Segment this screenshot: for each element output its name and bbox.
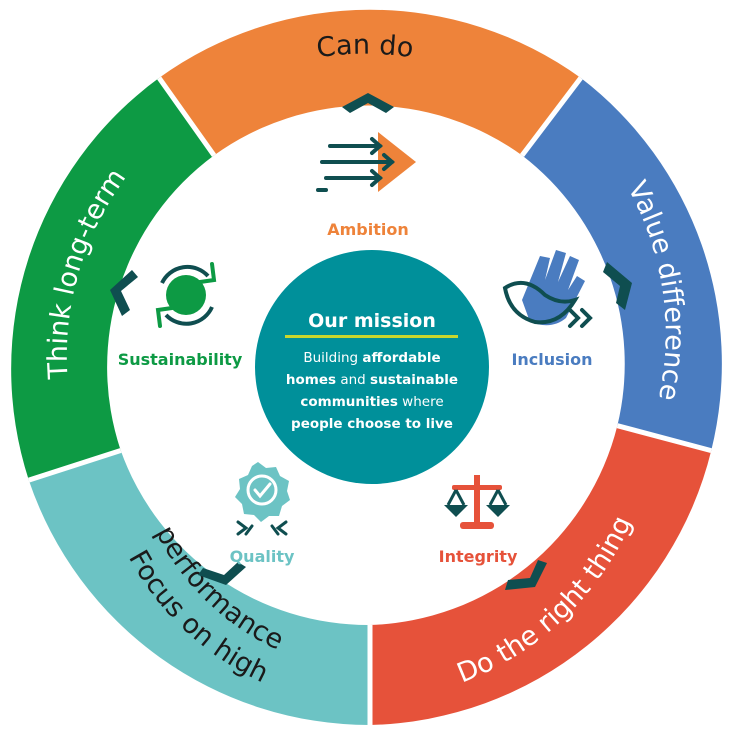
segment-value-difference: [522, 77, 722, 451]
handshake-icon: [502, 250, 593, 328]
label-ambition: Ambition: [327, 220, 409, 239]
segment-think-long-term: [11, 77, 215, 481]
chevron-down-right-icon: [505, 560, 547, 590]
badge-check-icon: [235, 462, 290, 536]
scales-icon: [444, 475, 510, 529]
mission-title: Our mission: [308, 310, 436, 332]
chevron-down-left-icon: [198, 562, 246, 585]
label-can-do: Can do: [315, 30, 416, 65]
label-sustainability: Sustainability: [118, 350, 243, 369]
mission-line-1: Building affordable: [303, 350, 440, 366]
chevron-up-icon: [342, 93, 394, 113]
mission-underline: [285, 335, 458, 338]
cycle-chevrons: [110, 93, 632, 590]
label-inclusion: Inclusion: [511, 350, 592, 369]
segment-can-do: [159, 9, 581, 156]
segment-focus-on-high-performance: [28, 450, 371, 726]
mission-line-4: people choose to live: [291, 416, 453, 432]
arrow-play-icon: [316, 132, 416, 192]
chevron-left-icon: [110, 270, 138, 316]
label-integrity: Integrity: [439, 547, 518, 566]
mission-circle: [255, 250, 489, 484]
mission-line-3: communities where: [300, 394, 443, 410]
mission-line-2: homes and sustainable: [286, 372, 458, 388]
chevron-right-icon: [603, 262, 632, 310]
label-quality: Quality: [230, 547, 295, 566]
segment-dividers: [28, 76, 712, 725]
recycle-icon: [155, 262, 217, 328]
